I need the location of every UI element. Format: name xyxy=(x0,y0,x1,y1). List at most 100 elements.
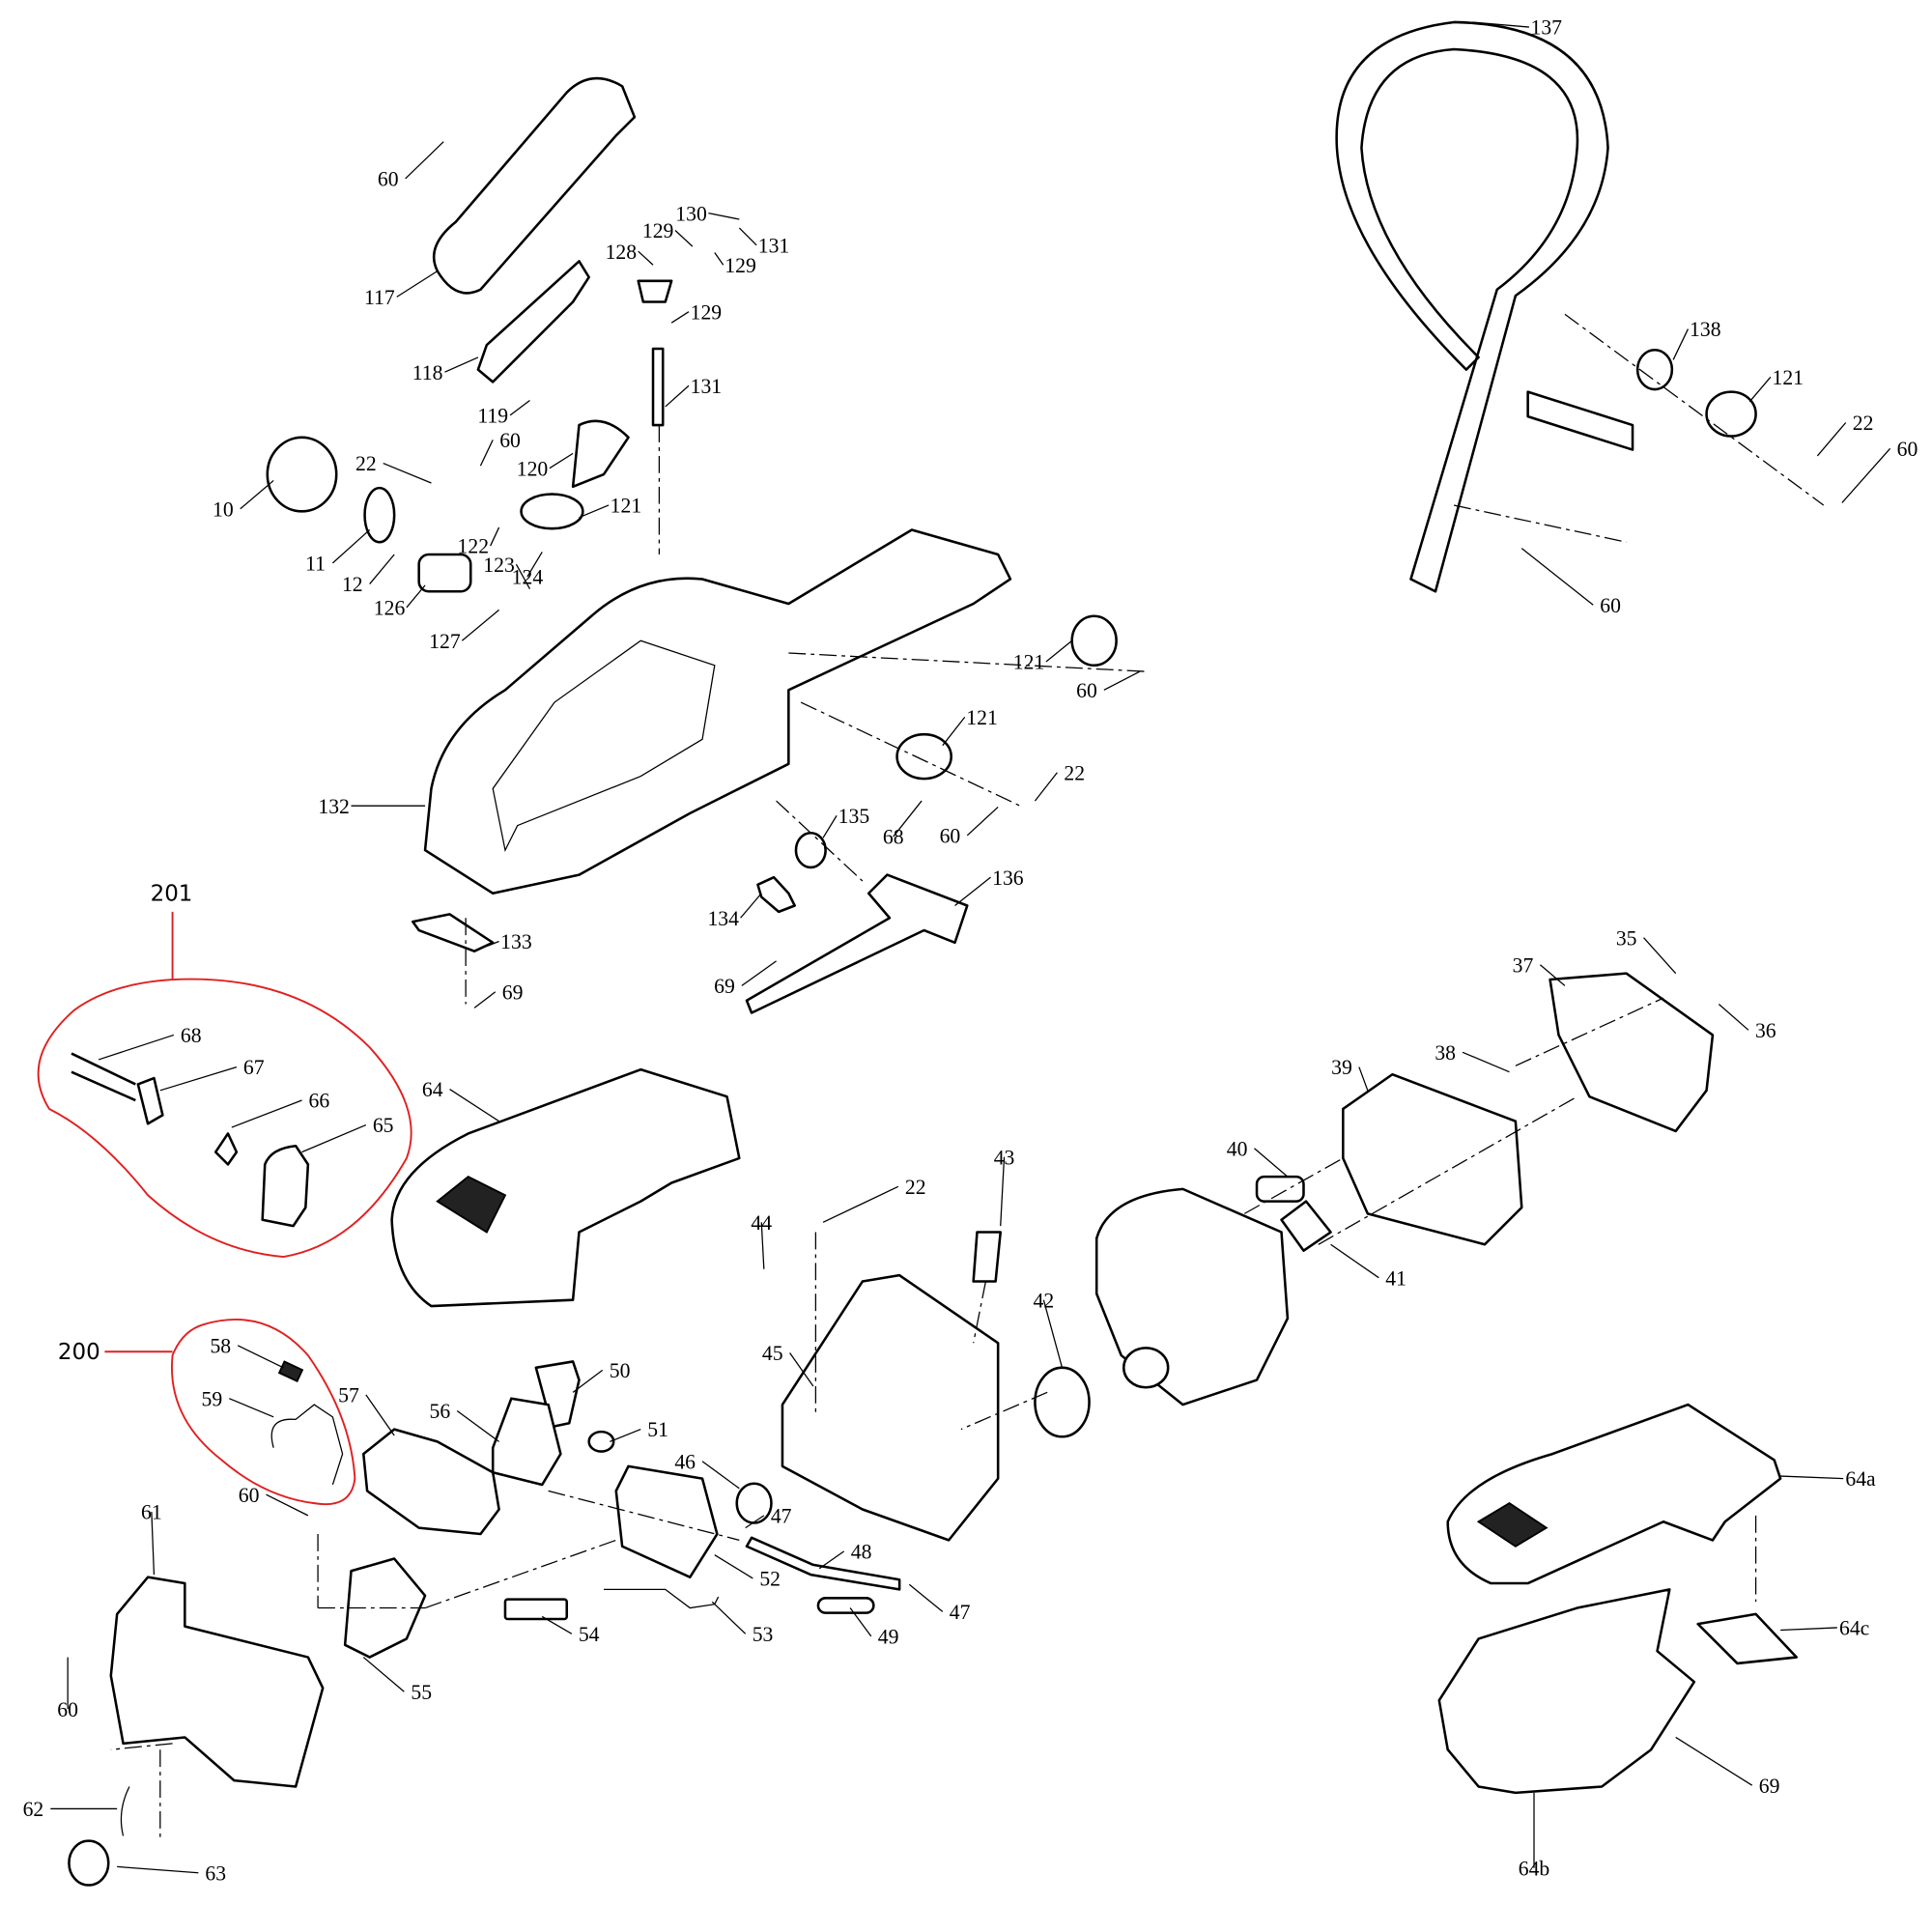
assembly-line xyxy=(1564,313,1825,506)
part-label-121: 121 xyxy=(1773,366,1804,389)
ring-46 xyxy=(735,1482,773,1524)
group-200-outline xyxy=(170,1319,356,1506)
assembly-line xyxy=(548,1490,740,1542)
part-label-58: 58 xyxy=(210,1335,231,1358)
part-label-121: 121 xyxy=(966,706,998,729)
front-handle-137 xyxy=(1335,20,1609,593)
part-label-52: 52 xyxy=(759,1568,781,1591)
part-label-55: 55 xyxy=(411,1681,432,1704)
part-label-126: 126 xyxy=(374,596,406,619)
leader-line-64c xyxy=(1780,1627,1837,1632)
pin-68 xyxy=(71,1052,136,1086)
cover-64a-window xyxy=(1476,1501,1548,1548)
part-label-66: 66 xyxy=(309,1090,330,1113)
leader-line-10 xyxy=(240,479,274,510)
label-64c xyxy=(1696,1612,1798,1665)
leader-line-129 xyxy=(674,230,694,247)
leader-line-40 xyxy=(1254,1148,1289,1178)
assembly-line xyxy=(1453,504,1627,543)
leader-line-120 xyxy=(549,452,574,469)
leader-line-121 xyxy=(579,504,610,519)
part-label-57: 57 xyxy=(338,1384,359,1407)
clip-134 xyxy=(756,875,796,914)
leader-line-45 xyxy=(789,1352,814,1387)
part-label-37: 37 xyxy=(1513,953,1534,977)
leader-line-118 xyxy=(444,356,479,373)
leader-line-50 xyxy=(572,1369,604,1393)
muffler-cover-37 xyxy=(1548,972,1715,1133)
leader-line-58 xyxy=(237,1345,284,1369)
part-label-68: 68 xyxy=(181,1024,202,1047)
leader-line-65 xyxy=(301,1123,367,1153)
part-drawings xyxy=(68,20,1798,1887)
leader-line-134 xyxy=(740,893,762,919)
leader-line-36 xyxy=(1718,1004,1749,1031)
part-label-60: 60 xyxy=(1076,679,1097,702)
part-label-63: 63 xyxy=(205,1861,226,1885)
leader-line-56 xyxy=(456,1409,499,1442)
part-label-122: 122 xyxy=(458,535,490,558)
handle-bracket xyxy=(1526,390,1634,451)
leader-line-38 xyxy=(1462,1051,1510,1073)
lever-120 xyxy=(571,419,630,489)
air-box-45 xyxy=(781,1273,1000,1542)
leader-line-11 xyxy=(331,528,371,564)
leader-line-127 xyxy=(461,609,499,641)
leader-line-48 xyxy=(818,1550,845,1570)
leader-line-121 xyxy=(1045,639,1073,663)
part-label-48: 48 xyxy=(851,1541,872,1564)
part-label-62: 62 xyxy=(23,1798,44,1821)
part-label-22: 22 xyxy=(1853,412,1874,435)
leader-line-69 xyxy=(473,991,497,1009)
part-label-135: 135 xyxy=(838,805,870,828)
part-label-35: 35 xyxy=(1616,926,1637,950)
leader-line-54 xyxy=(541,1615,573,1634)
leader-line-41 xyxy=(1330,1243,1379,1279)
part-label-36: 36 xyxy=(1755,1019,1776,1042)
leader-line-135 xyxy=(822,815,838,838)
leader-line-123 xyxy=(515,563,531,590)
leader-lines xyxy=(50,21,1891,1874)
air-filter-57 xyxy=(362,1428,500,1536)
leader-line-64 xyxy=(449,1089,499,1122)
pin-68b xyxy=(71,1070,136,1102)
primer-bulb-63 xyxy=(68,1839,110,1887)
part-label-138: 138 xyxy=(1690,318,1721,341)
leader-line-130 xyxy=(708,213,740,220)
part-label-130: 130 xyxy=(675,202,707,225)
part-label-60: 60 xyxy=(1600,594,1621,617)
group-200-label: 200 xyxy=(58,1340,100,1365)
filter-126 xyxy=(417,553,472,593)
spacer-40 xyxy=(1255,1175,1305,1203)
part-label-61: 61 xyxy=(141,1501,162,1524)
leader-line-69 xyxy=(741,960,777,986)
handle-housing-132 xyxy=(423,528,1012,895)
part-label-49: 49 xyxy=(878,1626,899,1649)
fuel-hose-48 xyxy=(745,1536,901,1591)
part-label-51: 51 xyxy=(647,1418,668,1441)
leader-line-67 xyxy=(159,1065,238,1092)
assembly-line xyxy=(776,800,864,882)
leader-line-47 xyxy=(745,1515,765,1529)
buffer-138 xyxy=(1635,348,1674,391)
part-label-68: 68 xyxy=(883,826,904,849)
assembly-line xyxy=(788,652,1147,672)
leader-line-43 xyxy=(1000,1156,1006,1227)
part-label-64c: 64c xyxy=(1839,1617,1869,1640)
part-label-117: 117 xyxy=(364,286,395,309)
leader-line-60 xyxy=(1841,447,1891,503)
leader-line-22 xyxy=(1816,422,1847,457)
leader-line-60 xyxy=(479,440,494,467)
leader-line-122 xyxy=(490,526,500,547)
leader-line-49 xyxy=(849,1607,872,1637)
leader-line-53 xyxy=(711,1601,747,1634)
insulator-54 xyxy=(503,1598,569,1621)
leader-line-68 xyxy=(893,800,923,838)
leader-line-66 xyxy=(231,1099,302,1128)
leader-line-129 xyxy=(670,311,690,324)
housing-inner xyxy=(492,639,716,853)
leader-line-37 xyxy=(1539,964,1566,986)
part-label-50: 50 xyxy=(610,1359,631,1382)
